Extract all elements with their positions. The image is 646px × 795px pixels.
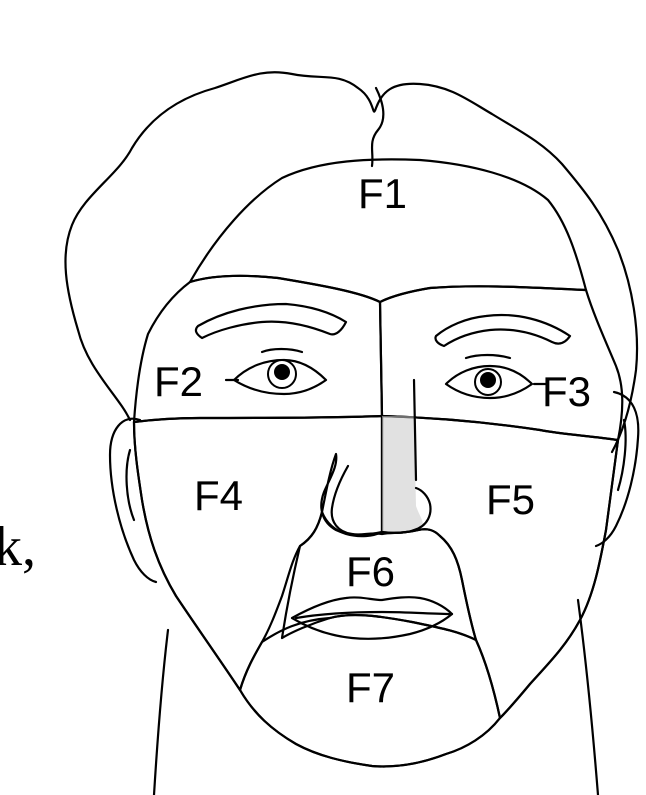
label-f6: F6 <box>346 548 395 595</box>
region-f5 <box>382 416 618 718</box>
right-ear <box>596 392 638 546</box>
side-text-fragment: k, <box>0 516 36 578</box>
label-f1: F1 <box>358 170 407 217</box>
label-f7: F7 <box>346 664 395 711</box>
label-f5: F5 <box>486 476 535 523</box>
left-eye <box>226 349 326 394</box>
hair-part-line <box>372 88 383 166</box>
label-f4: F4 <box>194 472 243 519</box>
label-f3: F3 <box>542 368 591 415</box>
left-ear <box>110 419 156 582</box>
right-eyebrow <box>435 315 570 346</box>
neck-right-line <box>578 600 598 795</box>
left-eyebrow <box>196 304 346 338</box>
label-f2: F2 <box>154 358 203 405</box>
neck-left-line <box>154 630 168 795</box>
left-ear-inner <box>127 450 134 520</box>
mouth <box>292 597 452 639</box>
right-eye <box>446 355 546 398</box>
